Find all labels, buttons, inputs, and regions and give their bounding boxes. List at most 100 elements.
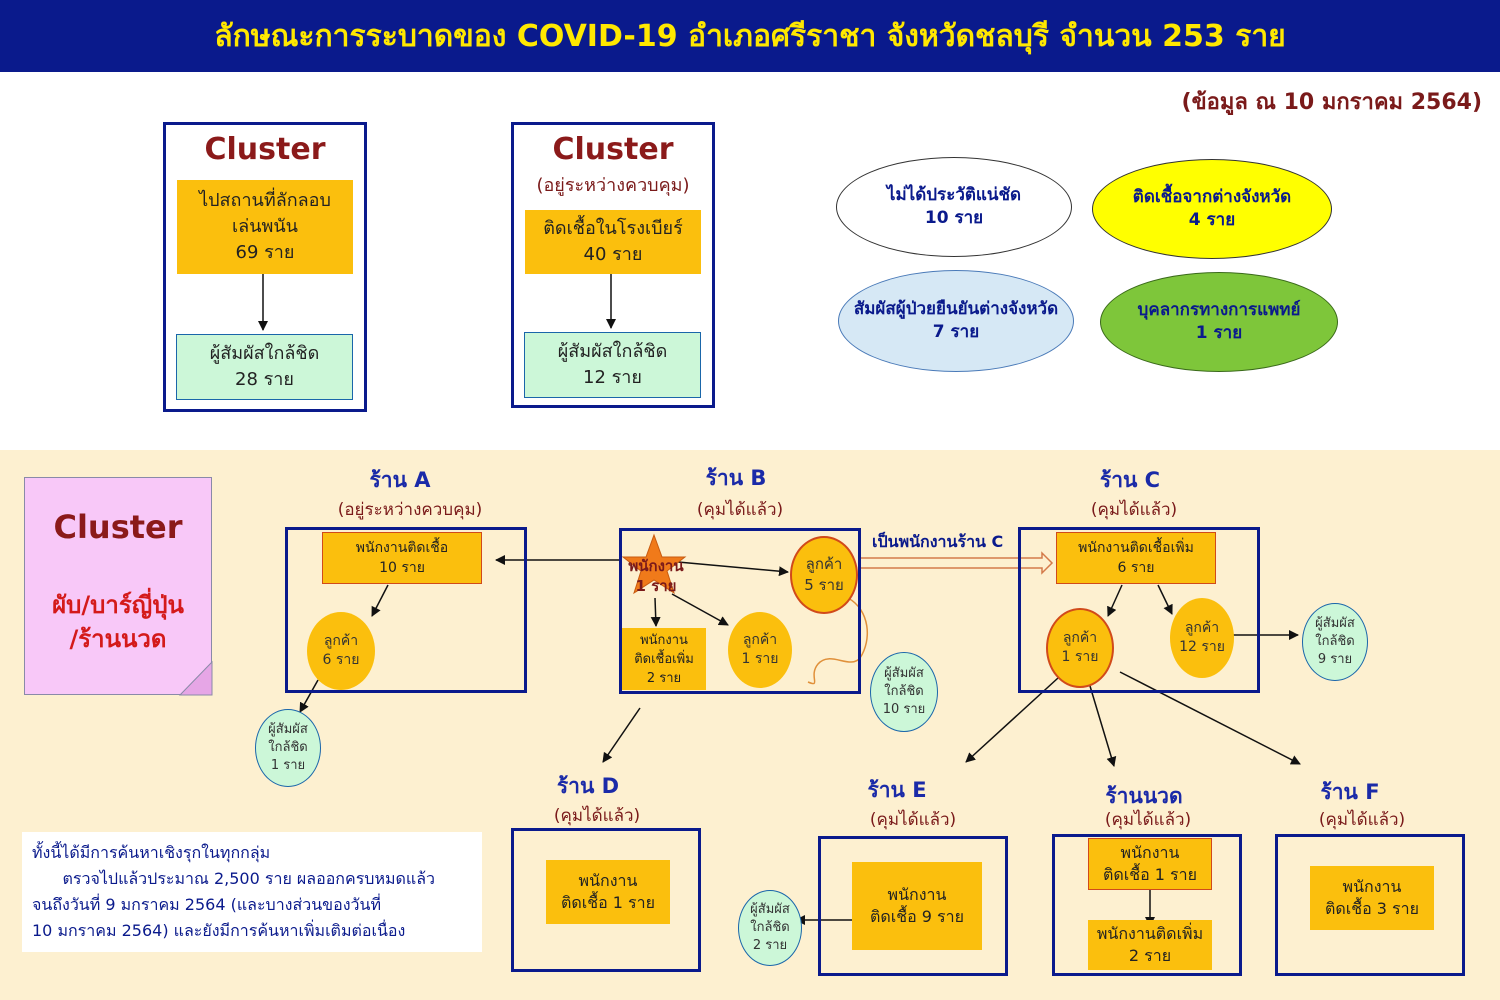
line: ผู้สัมผัสใกล้ชิด — [209, 343, 320, 364]
line: พนักงาน — [887, 885, 947, 904]
shop-a-staff-box: พนักงานติดเชื้อ 10 ราย — [322, 532, 482, 584]
shop-c-contact-circle: ผู้สัมผัส ใกล้ชิด 9 ราย — [1302, 603, 1368, 681]
gambling-cases-box: ไปสถานที่ลักลอบ เล่นพนัน 69 ราย — [177, 180, 353, 274]
date-note: (ข้อมูล ณ 10 มกราคม 2564) — [1181, 90, 1482, 115]
pub-cluster-title: Cluster — [53, 508, 183, 546]
line: พนักงาน — [640, 632, 688, 648]
line: 1 ราย — [635, 577, 677, 595]
line: พนักงาน — [1120, 843, 1180, 862]
massage-staff-box: พนักงาน ติดเชื้อ 1 ราย — [1088, 838, 1212, 890]
line: ผู้สัมผัส — [750, 902, 790, 917]
shop-b-customer5-circle: ลูกค้า 5 ราย — [790, 536, 858, 614]
medical-staff-ellipse: บุคลากรทางการแพทย์ 1 ราย — [1100, 272, 1338, 372]
shop-e-contact-circle: ผู้สัมผัส ใกล้ชิด 2 ราย — [738, 890, 802, 966]
line: 40 ราย — [583, 244, 643, 265]
shop-a-frame — [285, 527, 527, 693]
shop-b-status: (คุมได้แล้ว) — [696, 500, 784, 520]
line: ติดเชื้อ 1 ราย — [1102, 865, 1198, 884]
shop-f-frame — [1275, 834, 1465, 976]
line: 10 ราย — [379, 560, 425, 576]
line: ติดเชื้อจากต่างจังหวัด — [1132, 187, 1292, 207]
line: 9 ราย — [1317, 652, 1353, 667]
line: เล่นพนัน — [232, 216, 298, 237]
page-title: ลักษณะการระบาดของ COVID-19 อำเภอศรีราชา … — [214, 18, 1286, 54]
line: 6 ราย — [1117, 560, 1155, 576]
line: 12 ราย — [1179, 639, 1225, 655]
line: ใกล้ชิด — [268, 740, 308, 755]
line: 1 ราย — [1195, 323, 1243, 343]
line: ใกล้ชิด — [1315, 634, 1355, 649]
line: ใกล้ชิด — [884, 684, 924, 699]
massage-shop-status: (คุมได้แล้ว) — [1104, 810, 1192, 830]
shop-f-title: ร้าน F — [1320, 780, 1380, 804]
massage-extra-staff-box: พนักงานติดเพิ่ม 2 ราย — [1088, 920, 1212, 970]
line: 7 ราย — [932, 322, 980, 342]
shop-a-contact-circle: ผู้สัมผัส ใกล้ชิด 1 ราย — [255, 709, 321, 787]
shop-c-customer1-circle: ลูกค้า 1 ราย — [1046, 608, 1114, 688]
line: 1 ราย — [741, 651, 779, 667]
line: ติดเชื้อ 1 ราย — [560, 893, 656, 912]
line: ติดเชื้อในโรงเบียร์ — [543, 218, 683, 239]
shop-a-customer-circle: ลูกค้า 6 ราย — [307, 612, 375, 690]
shop-b-customer1-circle: ลูกค้า 1 ราย — [728, 612, 792, 688]
line: 1 ราย — [1061, 649, 1099, 665]
line: ติดเชื้อ 9 ราย — [869, 907, 965, 926]
shop-e-frame — [818, 836, 1008, 976]
line: ผู้สัมผัส — [268, 722, 308, 737]
line: 28 ราย — [235, 369, 294, 390]
shop-b-to-c-label: เป็นพนักงานร้าน C — [872, 532, 1004, 551]
massage-shop-title: ร้านนวด — [1105, 784, 1183, 808]
shop-b-title: ร้าน B — [705, 466, 767, 490]
line: ติดเชื้อ 3 ราย — [1324, 899, 1420, 918]
line: 6 ราย — [322, 652, 360, 668]
other-province-ellipse: ติดเชื้อจากต่างจังหวัด 4 ราย — [1092, 159, 1332, 259]
shop-c-title: ร้าน C — [1099, 468, 1161, 492]
shop-e-status: (คุมได้แล้ว) — [869, 810, 957, 830]
line: ลูกค้า — [1062, 630, 1098, 646]
contact-other-province-ellipse: สัมผัสผู้ป่วยยืนยันต่างจังหวัด 7 ราย — [838, 270, 1074, 372]
title-bar — [0, 0, 1500, 72]
line: 2 ราย — [1128, 946, 1172, 965]
line: /ร้านนวด — [69, 625, 167, 653]
shop-b-frame — [619, 528, 861, 694]
line: 10 มกราคม 2564) และยังมีการค้นหาเพิ่มเติ… — [32, 921, 406, 940]
cluster-gambling-title: Cluster — [204, 132, 326, 167]
shop-b-contact-circle: ผู้สัมผัส ใกล้ชิด 10 ราย — [870, 652, 938, 732]
massage-shop-frame — [1052, 834, 1242, 976]
gambling-contacts-box: ผู้สัมผัสใกล้ชิด 28 ราย — [176, 334, 353, 400]
line: ไปสถานที่ลักลอบ — [199, 190, 331, 211]
line: 5 ราย — [804, 576, 844, 594]
line: ไม่ได้ประวัติแน่ชัด — [886, 185, 1022, 205]
shop-c-frame — [1018, 527, 1260, 693]
shop-d-frame — [511, 828, 701, 972]
shop-b-star-label: พนักงาน 1 ราย — [614, 556, 698, 596]
cluster-beer-title: Cluster — [552, 132, 674, 167]
line: พนักงานติดเพิ่ม — [1096, 924, 1204, 943]
line: ผู้สัมผัส — [884, 666, 924, 681]
line: 10 ราย — [882, 702, 926, 717]
line: ผับ/บาร์ญี่ปุ่น — [52, 591, 184, 619]
line: 2 ราย — [752, 938, 788, 953]
unclear-history-ellipse: ไม่ได้ประวัติแน่ชัด 10 ราย — [836, 157, 1072, 257]
line: ลูกค้า — [1184, 620, 1220, 636]
line: พนักงาน — [578, 871, 638, 890]
beer-cases-box: ติดเชื้อในโรงเบียร์ 40 ราย — [525, 210, 701, 274]
line: พนักงาน — [628, 557, 684, 575]
line: 10 ราย — [924, 208, 984, 228]
line: ลูกค้า — [742, 632, 778, 648]
line: สัมผัสผู้ป่วยยืนยันต่างจังหวัด — [853, 299, 1059, 319]
line: ลูกค้า — [323, 633, 359, 649]
pub-cluster-subtitle: ผับ/บาร์ญี่ปุ่น /ร้านนวด — [24, 588, 212, 656]
shop-c-staff-box: พนักงานติดเชื้อเพิ่ม 6 ราย — [1056, 532, 1216, 584]
shop-b-staff-box: พนักงาน ติดเชื้อเพิ่ม 2 ราย — [622, 628, 706, 690]
shop-d-staff-box: พนักงาน ติดเชื้อ 1 ราย — [546, 860, 670, 924]
shop-d-status: (คุมได้แล้ว) — [553, 806, 641, 826]
shop-c-status: (คุมได้แล้ว) — [1090, 500, 1178, 520]
line: 4 ราย — [1188, 210, 1236, 230]
line: พนักงานติดเชื้อ — [355, 540, 449, 556]
line: ผู้สัมผัส — [1315, 616, 1355, 631]
line: ตรวจไปแล้วประมาณ 2,500 ราย ผลออกครบหมดแล… — [32, 869, 436, 888]
line: ติดเชื้อเพิ่ม — [634, 651, 694, 667]
line: 69 ราย — [235, 242, 295, 263]
line: ผู้สัมผัสใกล้ชิด — [557, 341, 668, 362]
